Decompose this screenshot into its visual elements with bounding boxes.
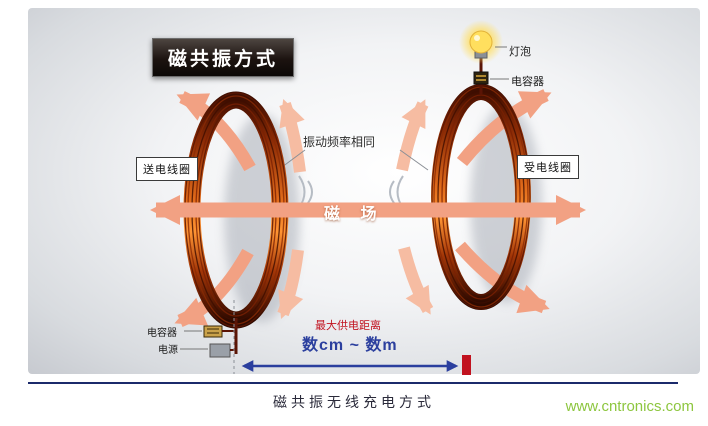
capacitor-top-label: 电容器 — [511, 76, 544, 88]
figure-caption: 磁共振无线充电方式 — [273, 396, 435, 411]
power-label: 电源 — [158, 345, 178, 356]
magnetic-field-label: 磁 场 — [324, 206, 385, 223]
caption-divider — [28, 382, 678, 384]
send-coil-label: 送电线圈 — [136, 157, 198, 181]
distance-measure — [233, 300, 471, 375]
receiver-circuit — [459, 20, 503, 94]
bulb-label: 灯泡 — [509, 46, 531, 58]
distance-end-marker — [462, 355, 471, 375]
diagram-background — [28, 8, 700, 374]
transmitter-circuit — [203, 318, 238, 358]
distance-range-label: 数cm ~ 数m — [302, 337, 398, 354]
diagram-graphics — [150, 20, 586, 375]
capacitor-bottom-label: 电容器 — [147, 328, 177, 339]
same-frequency-label: 振动频率相同 — [303, 135, 376, 149]
max-distance-label: 最大供电距离 — [315, 320, 381, 332]
power-source-icon — [209, 343, 236, 358]
capacitor-top-icon — [473, 71, 489, 85]
watermark-url: www.cntronics.com — [565, 398, 694, 415]
label-leader-lines — [180, 46, 509, 350]
bulb-icon — [459, 20, 503, 64]
receive-coil-label: 受电线圈 — [517, 155, 579, 179]
diagram-title: 磁共振方式 — [152, 38, 295, 77]
capacitor-bottom-icon — [203, 325, 236, 338]
